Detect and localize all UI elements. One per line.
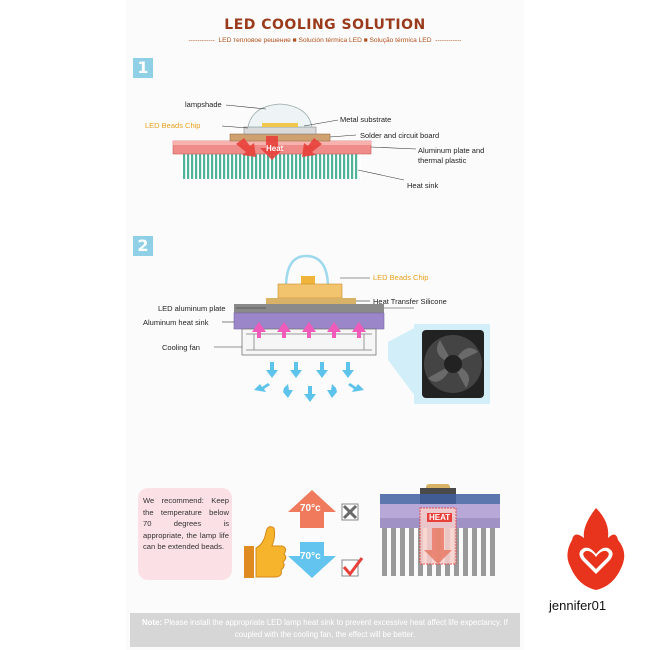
label-led-beads-chip-1: LED Beads Chip (145, 121, 201, 130)
label-lampshade: lampshade (185, 100, 222, 109)
thumbs-up-icon (244, 526, 287, 578)
label-aluminum-plate: Aluminum plate and (418, 146, 485, 155)
heat-sink-cross-section (380, 484, 500, 576)
led-aluminum-plate (234, 304, 384, 313)
page-subtitle: ------------ LED тепловое решение ■ Solu… (126, 37, 524, 44)
subtitle-dashes-left: ------------ (188, 37, 215, 44)
temperature-diagram (244, 484, 500, 578)
led-chip-body (277, 283, 343, 299)
fan-inset-pointer (388, 326, 418, 400)
label-heat-2: HEAT (427, 513, 453, 522)
label-solder-circuit-board: Solder and circuit board (360, 131, 440, 140)
recommendation-text: We recommend: Keep the temperature below… (143, 496, 229, 552)
lens-dome (284, 254, 330, 289)
label-temp-high: 70°c (300, 503, 321, 514)
label-aluminum-heat-sink: Aluminum heat sink (143, 318, 209, 327)
label-led-aluminum-plate: LED aluminum plate (158, 304, 226, 313)
label-metal-substrate: Metal substrate (340, 115, 392, 124)
temp-down-arrow (288, 542, 336, 578)
x-mark-icon (341, 503, 359, 521)
label-cooling-fan: Cooling fan (162, 343, 200, 352)
temp-up-arrow (288, 490, 336, 528)
step-badge-1: 1 (133, 58, 153, 78)
note-text: Please install the appropriate LED lamp … (164, 618, 508, 639)
chip-top (301, 276, 315, 284)
fan-hub (444, 355, 462, 373)
lampshade-dome (247, 103, 313, 128)
step-badge-2: 2 (133, 236, 153, 256)
label-temp-low: 70°c (300, 551, 321, 562)
heat-arrows (236, 136, 322, 160)
subtitle-text: LED тепловое решение ■ Solución térmica … (218, 37, 432, 44)
led-structure-diagram (172, 103, 417, 181)
led-bead-chip (262, 123, 298, 127)
flame-heart-logo (567, 508, 625, 590)
leader-lines-2 (214, 277, 414, 348)
watermark-text: jennifer01 (549, 598, 607, 613)
label-thermal-plastic: thermal plastic (418, 156, 467, 165)
pink-heat-arrows (252, 322, 366, 338)
subtitle-dashes-right: ------------ (435, 37, 462, 44)
heat-sink-fins (181, 152, 361, 179)
page-title: LED COOLING SOLUTION (224, 17, 426, 33)
note-prefix: Note: (142, 618, 162, 627)
label-heat-sink: Heat sink (407, 181, 439, 190)
note-bar: Note: Please install the appropriate LED… (130, 613, 520, 647)
check-mark-icon (341, 557, 364, 577)
label-led-beads-chip-2: LED Beads Chip (373, 273, 429, 282)
recommendation-box (138, 488, 232, 580)
fan-cooling-diagram (214, 254, 490, 404)
heat-transfer-silicone (266, 298, 356, 304)
label-heat-1: Heat (266, 144, 284, 153)
leader-lines (221, 104, 417, 181)
airflow-arrows (254, 362, 364, 402)
metal-substrate (243, 126, 317, 135)
label-heat-transfer-silicone: Heat Transfer Silicone (373, 297, 447, 306)
